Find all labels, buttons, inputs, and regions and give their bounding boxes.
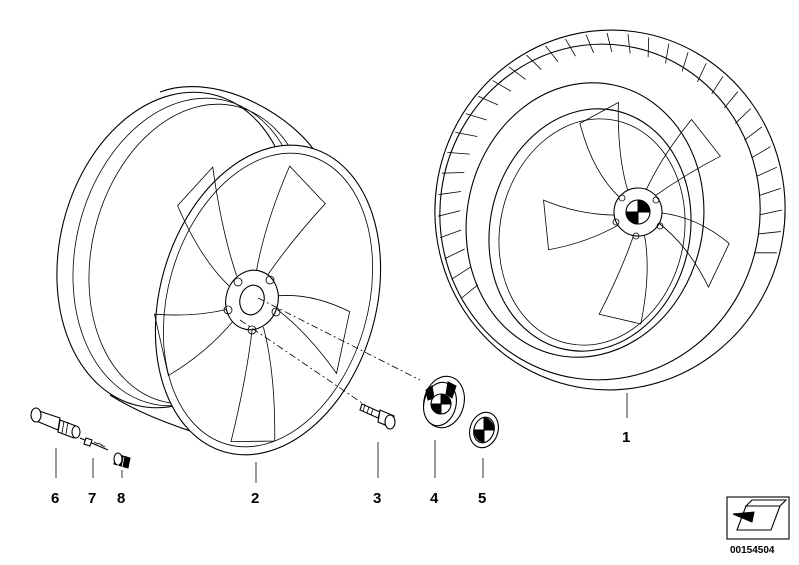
tread-block — [751, 146, 771, 159]
spoke — [645, 118, 721, 197]
tread-block — [758, 231, 781, 235]
tread-block — [545, 45, 559, 63]
tread-block — [447, 151, 470, 155]
tread-block — [508, 66, 526, 80]
tread-block — [451, 267, 471, 280]
callout-7: 7 — [88, 490, 96, 507]
tread-block — [492, 80, 512, 92]
callout-2: 2 — [251, 490, 259, 507]
spoke — [256, 165, 326, 276]
tread-block — [756, 166, 778, 177]
complete-wheel-with-tire — [434, 29, 786, 391]
spoke — [598, 233, 648, 325]
valve-cap — [113, 452, 131, 469]
arrow-corner-icon — [726, 496, 790, 540]
tire-tread — [438, 32, 783, 299]
light-alloy-rim — [56, 86, 382, 456]
tread-block — [606, 32, 613, 53]
tread-block — [585, 34, 594, 54]
callout-8: 8 — [117, 490, 125, 507]
tread-block — [526, 54, 542, 70]
tread-block — [438, 210, 461, 217]
tread-block — [744, 126, 763, 141]
tread-block — [455, 132, 478, 137]
tread-block — [665, 43, 670, 64]
tread-block — [478, 95, 499, 106]
document-number: 00154504 — [730, 545, 775, 556]
tread-block — [681, 52, 689, 72]
tread-block — [444, 248, 465, 260]
hub-cap — [423, 375, 465, 429]
tread-block — [438, 191, 462, 195]
spoke — [153, 308, 234, 377]
callout-6: 6 — [51, 490, 59, 507]
tread-block — [697, 63, 707, 82]
valve-insert — [79, 437, 109, 451]
tread-block — [759, 188, 781, 196]
tread-block — [647, 37, 650, 58]
emblem — [469, 411, 499, 449]
tread-block — [441, 172, 465, 174]
tread-block — [724, 91, 739, 109]
tread-block — [439, 229, 462, 239]
callout-5: 5 — [478, 490, 486, 507]
spoke — [230, 326, 276, 443]
tread-block — [759, 209, 783, 216]
wheel-bolt — [359, 403, 396, 430]
tread-block — [465, 113, 487, 121]
callout-4: 4 — [430, 490, 439, 507]
spoke — [579, 101, 629, 199]
tread-block — [735, 108, 752, 124]
callout-1: 1 — [622, 429, 630, 446]
spoke — [276, 295, 351, 375]
wheel-spokes — [543, 101, 730, 325]
tread-block — [711, 76, 724, 95]
spoke — [657, 212, 730, 289]
spoke — [177, 166, 238, 287]
tread-block — [460, 284, 479, 299]
tire-valve — [30, 407, 81, 439]
tread-block — [627, 33, 631, 54]
tread-block — [565, 38, 576, 57]
spoke — [543, 199, 620, 251]
rim-spokes — [153, 165, 351, 443]
callout-3: 3 — [373, 490, 381, 507]
